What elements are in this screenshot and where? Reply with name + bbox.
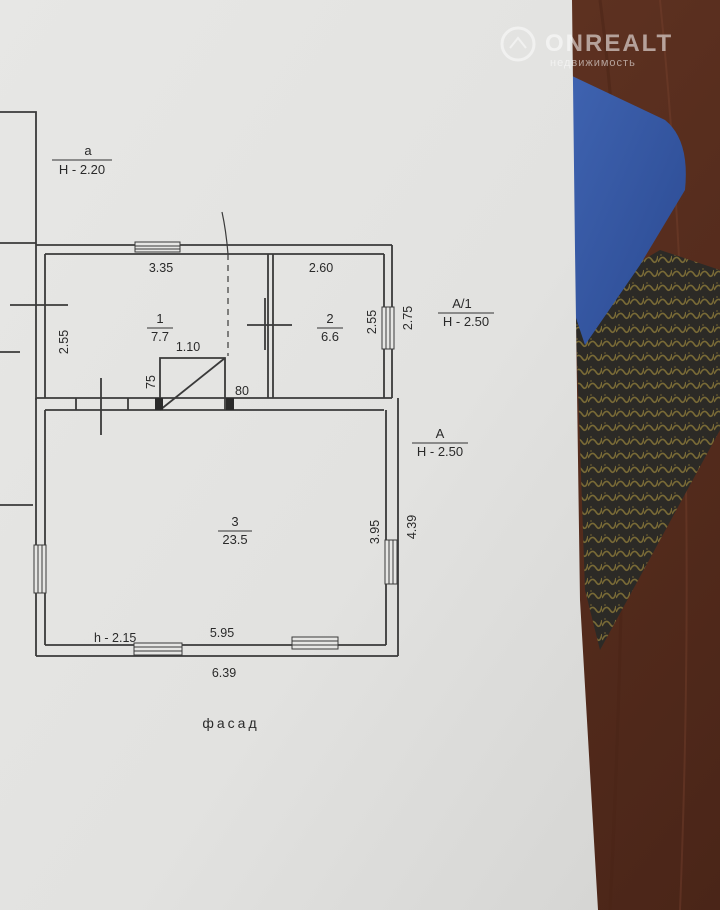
dim-upper-depth: 2.75 bbox=[401, 306, 415, 330]
room-3-number: 3 bbox=[231, 514, 238, 529]
window-bottom-1 bbox=[133, 642, 183, 656]
dim-room1-depth: 2.55 bbox=[57, 330, 71, 354]
room-3-area: 23.5 bbox=[222, 532, 247, 547]
watermark: ONREALT недвижимость bbox=[500, 26, 673, 69]
window-top bbox=[134, 241, 181, 253]
dim-stair-80: 80 bbox=[235, 384, 249, 398]
dim-stair-75: 75 bbox=[144, 375, 158, 389]
plan-walls bbox=[0, 111, 399, 657]
dim-room2-depth: 2.55 bbox=[365, 310, 379, 334]
watermark-tagline: недвижимость bbox=[550, 57, 636, 69]
watermark-brand: ONREALT bbox=[545, 30, 673, 57]
facade-label: фасад bbox=[202, 715, 259, 731]
patterned-fabric bbox=[575, 250, 720, 650]
wall-node bbox=[226, 398, 234, 410]
dim-room3-width: 5.95 bbox=[210, 626, 234, 640]
room-2-area: 6.6 bbox=[321, 329, 339, 344]
dim-total-width: 6.39 bbox=[212, 666, 236, 680]
window-bottom-2 bbox=[291, 636, 339, 650]
block-A-letter: А bbox=[436, 426, 445, 441]
blue-folder bbox=[570, 75, 686, 345]
block-a1-letter: А/1 bbox=[452, 296, 472, 311]
room-2-number: 2 bbox=[326, 311, 333, 326]
window-room3-right bbox=[384, 539, 398, 585]
dim-total-depth: 4.39 bbox=[405, 515, 419, 539]
watermark-logo-icon bbox=[500, 26, 536, 62]
paper-sheet bbox=[0, 0, 598, 910]
windows bbox=[33, 241, 398, 656]
block-a1-height: Н - 2.50 bbox=[443, 314, 489, 329]
block-A-height: Н - 2.50 bbox=[417, 444, 463, 459]
dim-room3-depth: 3.95 bbox=[368, 520, 382, 544]
window-room2 bbox=[381, 306, 395, 350]
window-room3-left bbox=[33, 544, 47, 594]
dim-room2-width: 2.60 bbox=[309, 261, 333, 275]
block-a-letter: а bbox=[84, 143, 92, 158]
dim-room1-width: 3.35 bbox=[149, 261, 173, 275]
room-1-number: 1 bbox=[156, 311, 163, 326]
block-a-height: Н - 2.20 bbox=[59, 162, 105, 177]
height-h: h - 2.15 bbox=[94, 631, 136, 645]
wall-node bbox=[155, 398, 163, 410]
dim-stair-width: 1.10 bbox=[176, 340, 200, 354]
room-1-area: 7.7 bbox=[151, 329, 169, 344]
